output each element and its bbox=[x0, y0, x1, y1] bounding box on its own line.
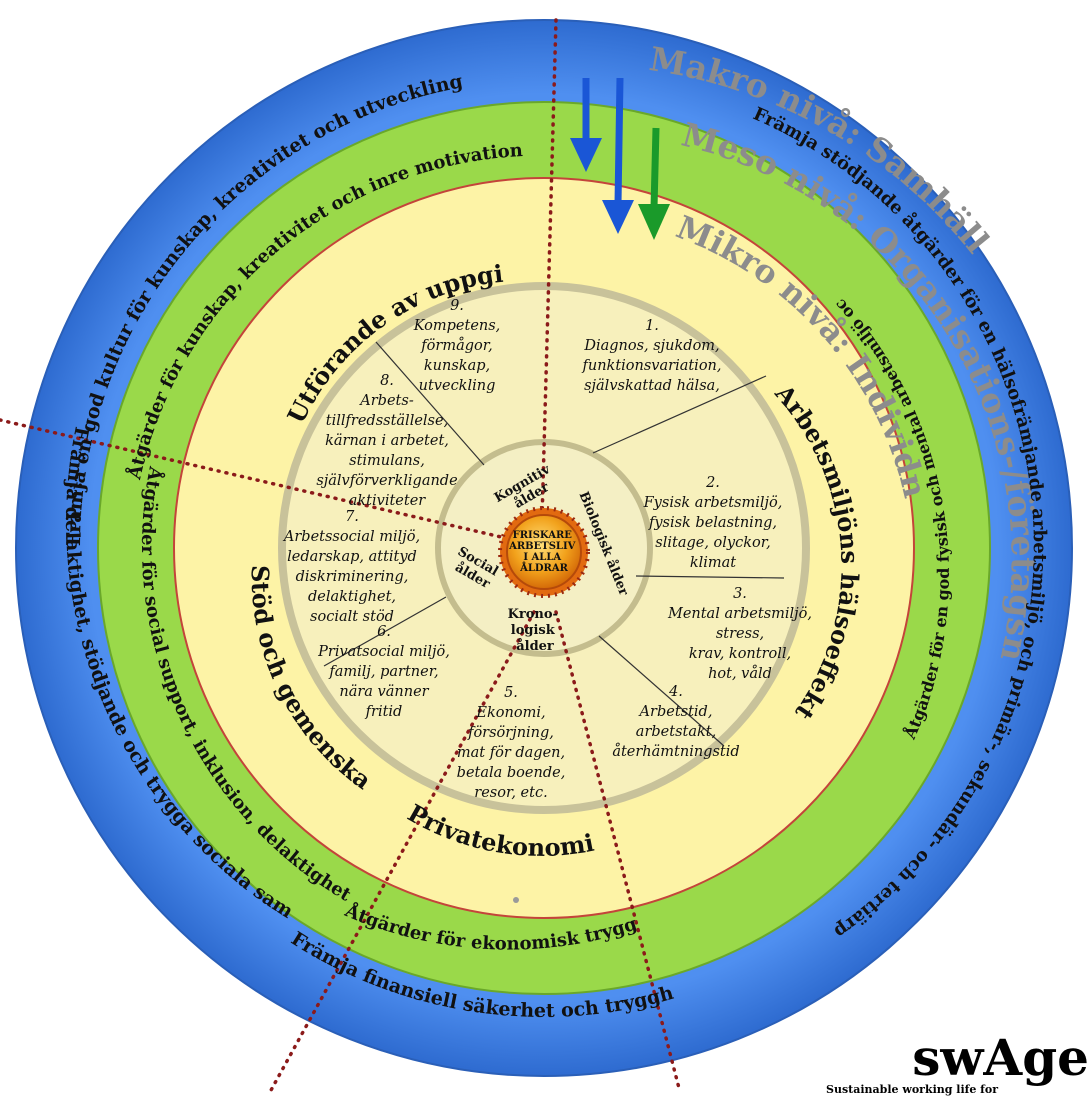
factor-1-line: funktionsvariation, bbox=[582, 358, 722, 374]
factor-6-line: familj, partner, bbox=[328, 664, 438, 680]
factor-9: 9. Kompetens, förmågor, kunskap, utveckling bbox=[413, 298, 501, 394]
factor-2-line: slitage, olyckor, bbox=[655, 535, 770, 551]
factor-8-line: självförverkligande bbox=[316, 473, 457, 489]
dotted-axes bbox=[0, 18, 682, 1094]
factor-3-line: stress, bbox=[716, 626, 764, 642]
age-kronologisk-line3: ålder bbox=[516, 638, 554, 654]
factor-4-number: 4. bbox=[668, 684, 683, 700]
factor-6-number: 6. bbox=[377, 624, 391, 640]
center-line3: I ALLA bbox=[523, 552, 561, 563]
factor-3-line: hot, våld bbox=[708, 665, 772, 682]
small-dot bbox=[513, 897, 519, 903]
center-line4: ÅLDRAR bbox=[519, 562, 569, 574]
svg-text:FRISKARE ARBETSLIV: FRISKARE ARBETSLIV I ALLA ÅLDRAR bbox=[508, 530, 579, 574]
factor-5-line: Ekonomi, bbox=[475, 705, 545, 721]
factor-7-line: delaktighet, bbox=[308, 589, 396, 605]
factor-5-number: 5. bbox=[504, 685, 518, 701]
factor-8: 8. Arbets-tillfredsställelse, kärnan i arb… bbox=[316, 373, 457, 509]
factor-1-line: Diagnos, sjukdom, bbox=[583, 338, 719, 354]
factor-8-line: aktiviteter bbox=[349, 493, 427, 509]
brand-subtitle: Sustainable working life for bbox=[826, 1083, 999, 1096]
factor-7: 7. Arbetssocial miljö, ledarskap, attityd d… bbox=[282, 509, 420, 625]
factor-6-line: nära vänner bbox=[339, 684, 429, 700]
factor-7-line: diskriminering, bbox=[296, 569, 409, 585]
factor-2-number: 2. bbox=[705, 475, 720, 491]
age-kronologisk-line1: Krono- bbox=[508, 607, 558, 622]
factor-6-line: fritid bbox=[365, 704, 403, 720]
factor-8-number: 8. bbox=[380, 373, 394, 389]
brand-logo: swAge Sustainable working life for bbox=[826, 1032, 1089, 1097]
factor-3-line: Mental arbetsmiljö, bbox=[667, 606, 812, 622]
factor-4-line: arbetstakt, bbox=[636, 724, 716, 740]
factor-1-line: självskattad hälsa, bbox=[584, 378, 720, 394]
factor-1: 1. Diagnos, sjukdom, funktionsvariation, sj… bbox=[582, 318, 722, 394]
factor-2-line: Fysisk arbetsmiljö, bbox=[643, 495, 783, 511]
svg-text:Krono- logisk ålde: Krono- logisk ålder bbox=[508, 607, 563, 654]
factor-3-line: krav, kontroll, bbox=[689, 646, 791, 662]
brand-name: swAge bbox=[912, 1028, 1089, 1087]
factor-9-line: förmågor, bbox=[420, 337, 492, 354]
center-sun bbox=[506, 514, 582, 590]
factor-5: 5. Ekonomi, försörjning, mat för dagen, beta… bbox=[457, 685, 566, 801]
factor-5-line: mat för dagen, bbox=[457, 745, 565, 761]
factor-9-line: kunskap, bbox=[424, 358, 490, 374]
factor-list: 1. Diagnos, sjukdom, funktionsvariation, sj… bbox=[282, 298, 812, 801]
factor-5-line: betala boende, bbox=[457, 765, 566, 781]
factor-7-line: socialt stöd bbox=[310, 609, 394, 625]
factor-5-line: resor, etc. bbox=[474, 785, 547, 801]
factor-7-line: Arbetssocial miljö, bbox=[282, 529, 420, 545]
factor-8-line: Arbets- bbox=[358, 393, 414, 409]
sector-dividers bbox=[323, 341, 785, 747]
factor-8-line: kärnan i arbetet, bbox=[325, 433, 449, 449]
factor-3-number: 3. bbox=[733, 586, 747, 602]
factor-4-line: Arbetstid, bbox=[638, 704, 713, 720]
factor-4: 4. Arbetstid, arbetstakt, återhämtningstid bbox=[612, 684, 739, 760]
factor-8-line: tillfredsställelse, bbox=[326, 413, 448, 429]
factor-8-line: stimulans, bbox=[349, 453, 425, 469]
factor-9-number: 9. bbox=[450, 298, 464, 314]
factor-4-line: återhämtningstid bbox=[612, 743, 739, 760]
factor-2: 2. Fysisk arbetsmiljö, fysisk belastning, s… bbox=[643, 475, 783, 571]
center-emblem: FRISKARE ARBETSLIV I ALLA ÅLDRAR bbox=[498, 506, 590, 598]
factor-2-line: klimat bbox=[690, 555, 736, 571]
factor-6-line: Privatsocial miljö, bbox=[317, 644, 450, 660]
factor-9-line: utveckling bbox=[419, 378, 496, 394]
factor-7-number: 7. bbox=[345, 509, 359, 525]
factor-9-line: Kompetens, bbox=[413, 318, 501, 334]
factor-1-number: 1. bbox=[645, 318, 659, 334]
center-line2: ARBETSLIV bbox=[508, 541, 576, 552]
factor-7-line: ledarskap, attityd bbox=[287, 549, 417, 565]
factor-5-line: försörjning, bbox=[467, 725, 554, 741]
level-arrows bbox=[570, 77, 670, 240]
center-line1: FRISKARE bbox=[513, 530, 573, 541]
factor-2-line: fysisk belastning, bbox=[648, 515, 777, 531]
factor-3: 3. Mental arbetsmiljö, stress, krav, kontro… bbox=[667, 586, 812, 682]
age-kronologisk-line2: logisk bbox=[511, 623, 556, 638]
factor-6: 6. Privatsocial miljö, familj, partner, när… bbox=[317, 624, 450, 720]
